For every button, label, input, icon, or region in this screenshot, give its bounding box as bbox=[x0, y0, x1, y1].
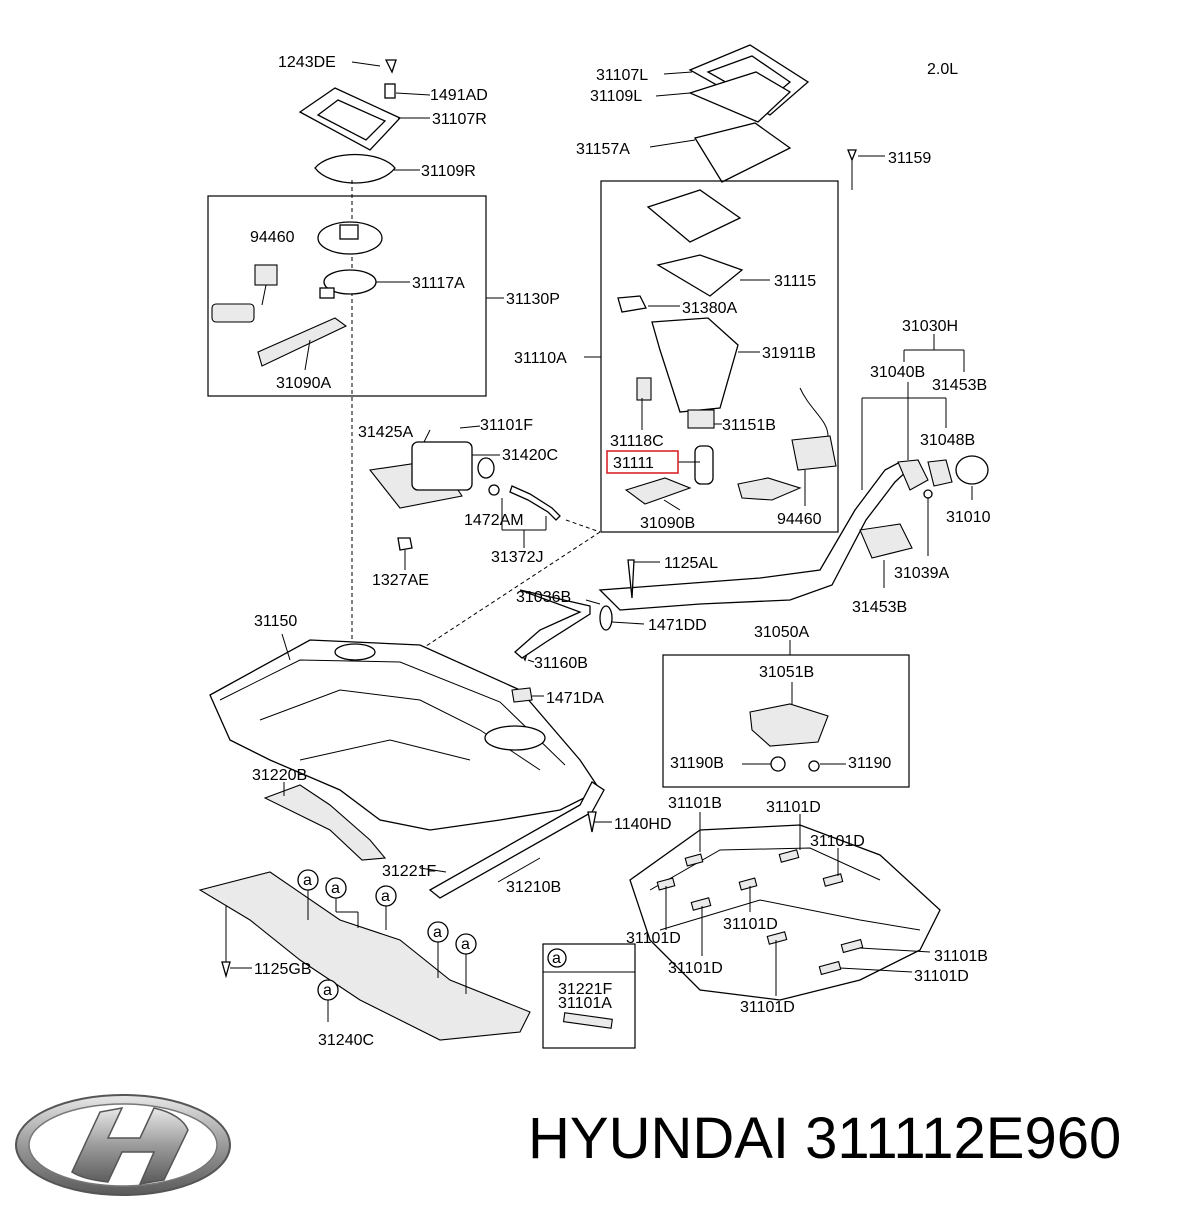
label-31420c: 31420C bbox=[502, 447, 558, 464]
engine-label: 2.0L bbox=[927, 61, 958, 78]
label-31240c: 31240C bbox=[318, 1032, 374, 1049]
label-31372j: 31372J bbox=[491, 549, 544, 566]
label-1125al: 1125AL bbox=[664, 555, 718, 572]
label-94460-right: 94460 bbox=[777, 511, 822, 528]
label-31221f-legend: 31221F bbox=[558, 981, 612, 998]
label-1327ae: 1327AE bbox=[372, 572, 429, 589]
label-1243de: 1243DE bbox=[278, 54, 336, 71]
heat-shield bbox=[198, 871, 531, 1041]
box-31050a bbox=[662, 654, 910, 788]
label-31380a: 31380A bbox=[682, 300, 737, 317]
label-1125gb: 1125GB bbox=[254, 961, 312, 978]
label-31109l: 31109L bbox=[590, 88, 642, 105]
label-31101b-right: 31101B bbox=[934, 948, 988, 965]
callout-a-1: a bbox=[303, 872, 312, 889]
cover-plate-left bbox=[688, 44, 810, 183]
label-1472am: 1472AM bbox=[464, 512, 524, 529]
fuel-tank bbox=[209, 639, 601, 831]
sender-unit-left bbox=[211, 221, 383, 367]
label-31101d-7: 31101D bbox=[740, 999, 795, 1016]
callouts-a bbox=[297, 869, 477, 1001]
label-31109r: 31109R bbox=[421, 163, 476, 180]
label-1471dd: 1471DD bbox=[648, 617, 707, 634]
box-31130p bbox=[207, 195, 487, 397]
label-31190b: 31190B bbox=[670, 755, 724, 772]
label-31101d-6: 31101D bbox=[914, 968, 969, 985]
label-1471da: 1471DA bbox=[546, 690, 604, 707]
label-31101d-2: 31101D bbox=[810, 833, 865, 850]
part-number: 311112E960 bbox=[805, 1106, 1122, 1171]
label-31118c: 31118C bbox=[610, 433, 664, 450]
hyundai-logo-icon bbox=[15, 1094, 231, 1196]
label-31039a: 31039A bbox=[894, 565, 949, 582]
label-31050a: 31050A bbox=[754, 624, 809, 641]
label-31117a: 31117A bbox=[412, 275, 465, 292]
label-31090b: 31090B bbox=[640, 515, 695, 532]
callout-a-3: a bbox=[381, 888, 390, 905]
label-31090a: 31090A bbox=[276, 375, 331, 392]
legend-box bbox=[542, 943, 636, 1049]
brand-name: HYUNDAI bbox=[528, 1106, 790, 1171]
label-31010: 31010 bbox=[946, 509, 991, 526]
label-31111: 31111 bbox=[613, 455, 654, 472]
label-31107l: 31107L bbox=[596, 67, 648, 84]
brand-partnumber: HYUNDAI 311112E960 bbox=[528, 1105, 1121, 1172]
label-31210b: 31210B bbox=[506, 879, 561, 896]
callout-a-2: a bbox=[331, 880, 340, 897]
canister bbox=[368, 441, 561, 551]
label-31048b: 31048B bbox=[920, 432, 975, 449]
label-31453b-bottom: 31453B bbox=[852, 599, 907, 616]
label-31101f: 31101F bbox=[480, 417, 533, 434]
label-31151b: 31151B bbox=[722, 417, 776, 434]
label-31425a: 31425A bbox=[358, 424, 413, 441]
label-31453b-top: 31453B bbox=[932, 377, 987, 394]
label-31911b: 31911B bbox=[762, 345, 816, 362]
label-31101a-legend: 31101A bbox=[558, 995, 612, 1012]
callout-a-6: a bbox=[323, 982, 332, 999]
label-31101d-3: 31101D bbox=[723, 916, 778, 933]
label-31101d-1: 31101D bbox=[766, 799, 821, 816]
label-31101d-5: 31101D bbox=[668, 960, 723, 977]
highlight-box-31111 bbox=[606, 450, 679, 474]
fuel-tank-pads bbox=[629, 824, 941, 1001]
callout-a-4: a bbox=[433, 924, 442, 941]
label-31040b: 31040B bbox=[870, 364, 925, 381]
filler-neck bbox=[598, 455, 989, 611]
label-31157a: 31157A bbox=[576, 141, 630, 158]
label-31221f: 31221F bbox=[382, 863, 436, 880]
label-94460-left: 94460 bbox=[250, 229, 295, 246]
label-31036b: 31036B bbox=[516, 589, 571, 606]
label-31160b: 31160B bbox=[534, 655, 588, 672]
fuel-pump-assembly bbox=[617, 189, 837, 505]
cover-plate-right bbox=[298, 59, 402, 184]
label-31051b: 31051B bbox=[759, 664, 814, 681]
label-31220b: 31220B bbox=[252, 767, 307, 784]
level-sender-plate bbox=[749, 703, 829, 772]
label-31159: 31159 bbox=[888, 150, 931, 167]
label-31115: 31115 bbox=[774, 273, 816, 290]
label-1491ad: 1491AD bbox=[430, 87, 488, 104]
label-31107r: 31107R bbox=[432, 111, 487, 128]
label-31110a: 31110A bbox=[514, 350, 567, 367]
label-31130p: 31130P bbox=[506, 291, 560, 308]
label-31150: 31150 bbox=[254, 613, 297, 630]
callout-a-5: a bbox=[461, 936, 470, 953]
label-1140hd: 1140HD bbox=[614, 816, 672, 833]
label-31030h: 31030H bbox=[902, 318, 958, 335]
callout-a-legend: a bbox=[552, 950, 561, 967]
label-31190: 31190 bbox=[848, 755, 891, 772]
label-31101d-4: 31101D bbox=[626, 930, 681, 947]
label-31101b-top: 31101B bbox=[668, 795, 722, 812]
